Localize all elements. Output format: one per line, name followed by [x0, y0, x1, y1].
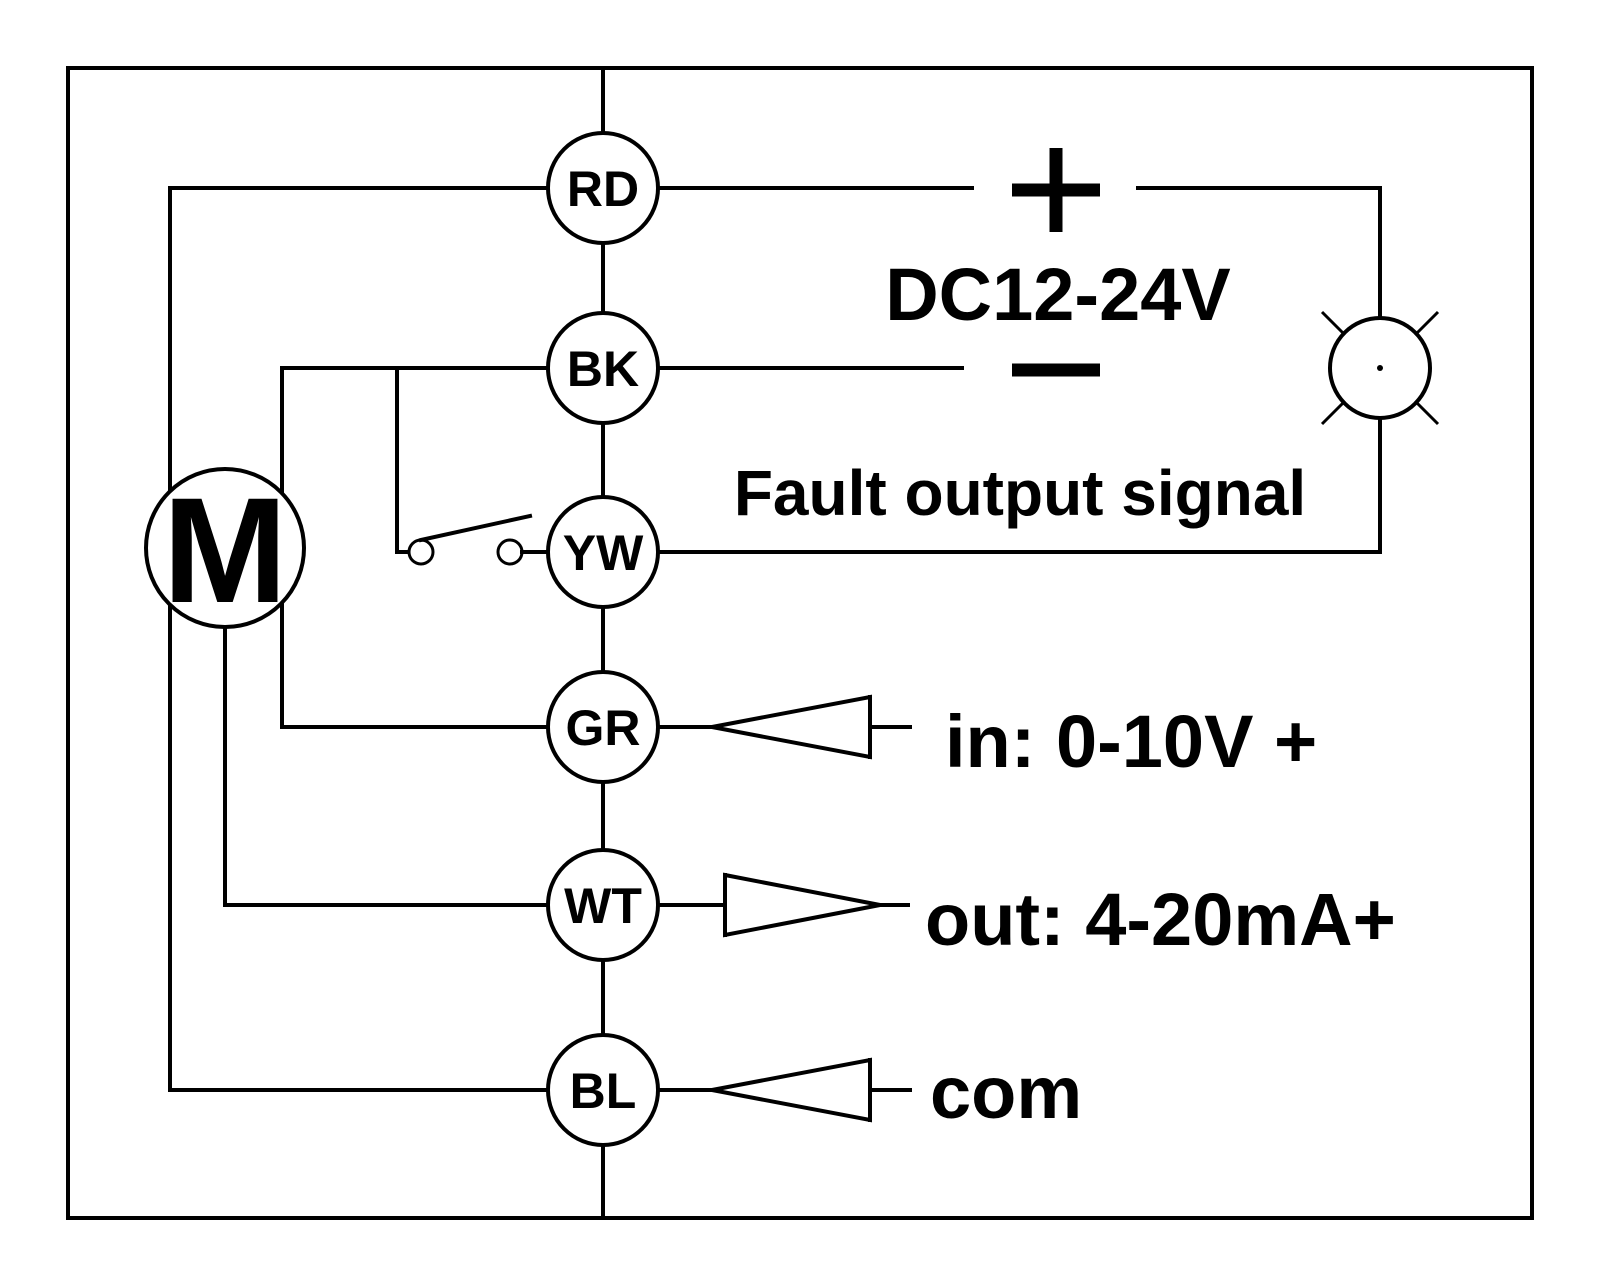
terminal-bk: BK — [546, 311, 660, 425]
terminal-bl-label: BL — [570, 1063, 637, 1119]
wire-rd-bl-loop — [168, 186, 550, 1092]
output-arrow-icon — [723, 872, 881, 938]
lamp-icon — [1320, 310, 1440, 426]
terminal-rd: RD — [546, 131, 660, 245]
wire-plus-lamp — [1136, 186, 1382, 317]
terminal-gr: GR — [546, 670, 660, 784]
terminal-gr-label: GR — [566, 700, 641, 756]
wire-motor-wt — [223, 626, 550, 907]
terminal-wt-label: WT — [564, 878, 642, 934]
fault-output-label: Fault output signal — [734, 457, 1306, 529]
switch-blade — [418, 513, 533, 543]
terminal-yw: YW — [546, 495, 660, 609]
input-signal-label: in: 0-10V + — [945, 700, 1317, 783]
terminal-bl: BL — [546, 1033, 660, 1147]
terminal-yw-label: YW — [563, 525, 644, 581]
switch-contact-left — [407, 538, 435, 566]
terminal-rd-label: RD — [567, 161, 639, 217]
motor-circle — [144, 467, 306, 629]
wire-bk-switch — [395, 366, 410, 554]
motor-label: M — [163, 466, 288, 634]
terminal-bk-label: BK — [567, 341, 639, 397]
terminal-wt: WT — [546, 848, 660, 962]
power-voltage-label: DC12-24V — [885, 253, 1231, 336]
input-arrow-icon — [711, 694, 872, 760]
outer-frame — [66, 66, 1534, 1220]
wire-yw-lamp — [656, 418, 1382, 554]
output-signal-label: out: 4-20mA+ — [925, 878, 1396, 961]
wire-bk-gr — [280, 366, 550, 729]
switch-contact-right — [496, 538, 524, 566]
common-label: com — [930, 1051, 1082, 1134]
common-arrow-icon — [711, 1057, 872, 1123]
